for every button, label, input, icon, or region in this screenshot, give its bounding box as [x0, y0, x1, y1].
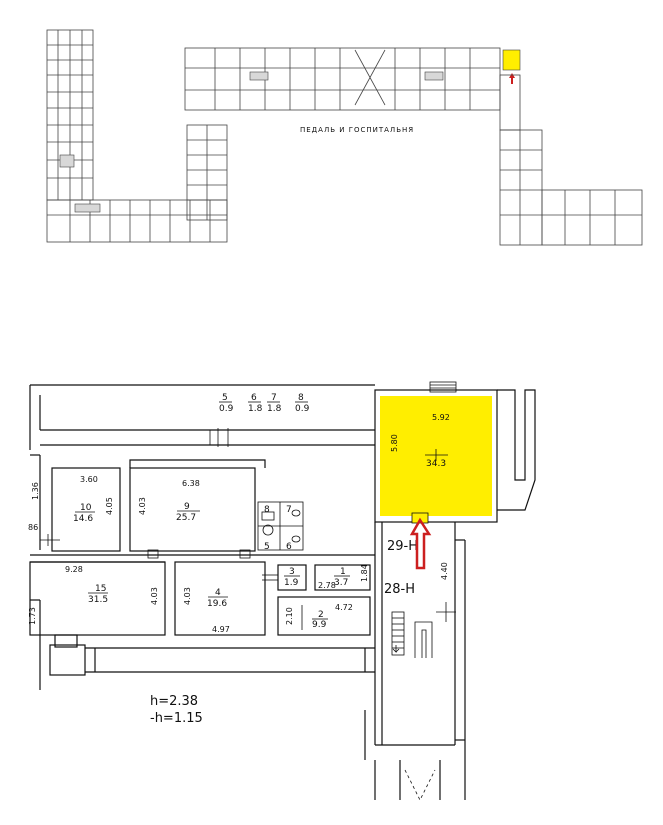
unit-label-29h: 29-Н [387, 539, 418, 554]
height-note-2: -h=1.15 [150, 711, 203, 726]
svg-text:9.9: 9.9 [312, 620, 327, 630]
overview-right-wing [499, 74, 643, 246]
svg-text:0.9: 0.9 [219, 404, 234, 414]
svg-text:10: 10 [80, 503, 92, 513]
svg-text:1: 1 [340, 567, 346, 577]
svg-text:8: 8 [264, 505, 270, 515]
svg-text:4.03: 4.03 [183, 587, 192, 605]
svg-text:7: 7 [271, 393, 277, 403]
overview-middle-wing [186, 124, 228, 221]
svg-text:5: 5 [264, 542, 270, 552]
unit-label-28h: 28-Н [384, 582, 415, 597]
room-1[interactable]: 1 3.7 2.78 1.84 [314, 564, 371, 591]
svg-text:2.78: 2.78 [318, 581, 336, 590]
room-9[interactable]: 6.38 4.03 9 25.7 [129, 467, 256, 552]
svg-text:1.84: 1.84 [360, 564, 369, 582]
room-label-6: 6 1.8 [248, 393, 263, 414]
svg-text:25.7: 25.7 [176, 513, 196, 523]
svg-text:0.9: 0.9 [295, 404, 310, 414]
svg-text:3.60: 3.60 [80, 475, 98, 484]
overview-annotation: ПЕДАЛЬ И ГОСПИТАЛЬНЯ [300, 126, 414, 134]
floor-plan-overview: ПЕДАЛЬ И ГОСПИТАЛЬНЯ [46, 29, 643, 246]
svg-text:1.8: 1.8 [267, 404, 282, 414]
svg-text:4: 4 [215, 588, 221, 598]
highlighted-room[interactable]: 5.92 5.80 34.3 [374, 389, 498, 523]
svg-text:31.5: 31.5 [88, 595, 108, 605]
lower-corridor [85, 647, 375, 673]
svg-text:5.80: 5.80 [390, 434, 399, 452]
svg-text:4.03: 4.03 [138, 497, 147, 515]
room-label-5: 5 0.9 [219, 393, 234, 414]
svg-text:5: 5 [222, 393, 228, 403]
svg-text:4.03: 4.03 [150, 587, 159, 605]
svg-text:1.8: 1.8 [248, 404, 263, 414]
room-15[interactable]: 9.28 15 31.5 4.03 [29, 561, 166, 636]
svg-text:8: 8 [298, 393, 304, 403]
svg-text:2: 2 [318, 610, 324, 620]
svg-text:6.38: 6.38 [182, 479, 200, 488]
svg-text:3.7: 3.7 [334, 578, 348, 588]
svg-text:5.92: 5.92 [432, 413, 450, 422]
svg-text:2.10: 2.10 [285, 607, 294, 625]
room-4[interactable]: 4.03 4 19.6 4.97 [174, 561, 266, 636]
svg-text:9: 9 [184, 502, 190, 512]
stairs-top [429, 381, 457, 393]
svg-text:14.6: 14.6 [73, 514, 93, 524]
svg-text:9.28: 9.28 [65, 565, 83, 574]
svg-text:19.6: 19.6 [207, 599, 227, 609]
svg-text:6: 6 [286, 542, 292, 552]
right-unit-block [364, 522, 466, 800]
svg-text:3: 3 [289, 567, 295, 577]
room-2[interactable]: 2.10 4.72 2 9.9 [277, 596, 371, 636]
lower-left-block [30, 599, 86, 690]
svg-text:4.40: 4.40 [440, 562, 449, 580]
svg-text:4.05: 4.05 [105, 497, 114, 515]
overview-arrow-icon [509, 73, 515, 84]
svg-text:1.73: 1.73 [28, 607, 37, 625]
top-corridor [29, 384, 375, 450]
middle-corridor [30, 554, 375, 563]
svg-text:15: 15 [95, 584, 106, 594]
svg-text:1.9: 1.9 [284, 578, 299, 588]
svg-text:34.3: 34.3 [426, 459, 446, 469]
overview-top-wing [184, 47, 501, 111]
svg-text:4.97: 4.97 [212, 625, 230, 634]
svg-text:86: 86 [28, 523, 38, 532]
svg-text:1.36: 1.36 [31, 482, 40, 500]
room-label-7: 7 1.8 [267, 393, 282, 414]
room-label-8: 8 0.9 [295, 393, 310, 414]
stair-unit [391, 602, 456, 658]
room-3[interactable]: 3 1.9 [277, 564, 307, 591]
overview-highlight [502, 49, 521, 71]
entrance-arrow-icon [409, 517, 432, 570]
svg-text:6: 6 [251, 393, 257, 403]
room-10[interactable]: 3.60 10 14.6 4.05 [51, 467, 121, 552]
corridor-door [209, 428, 229, 447]
stair-down-marker [404, 769, 436, 801]
svg-text:7: 7 [286, 505, 292, 515]
height-note-1: h=2.38 [150, 694, 198, 709]
overview-bottom-left-wing [46, 199, 228, 243]
wc-block[interactable] [257, 501, 304, 551]
svg-text:4.72: 4.72 [335, 603, 353, 612]
